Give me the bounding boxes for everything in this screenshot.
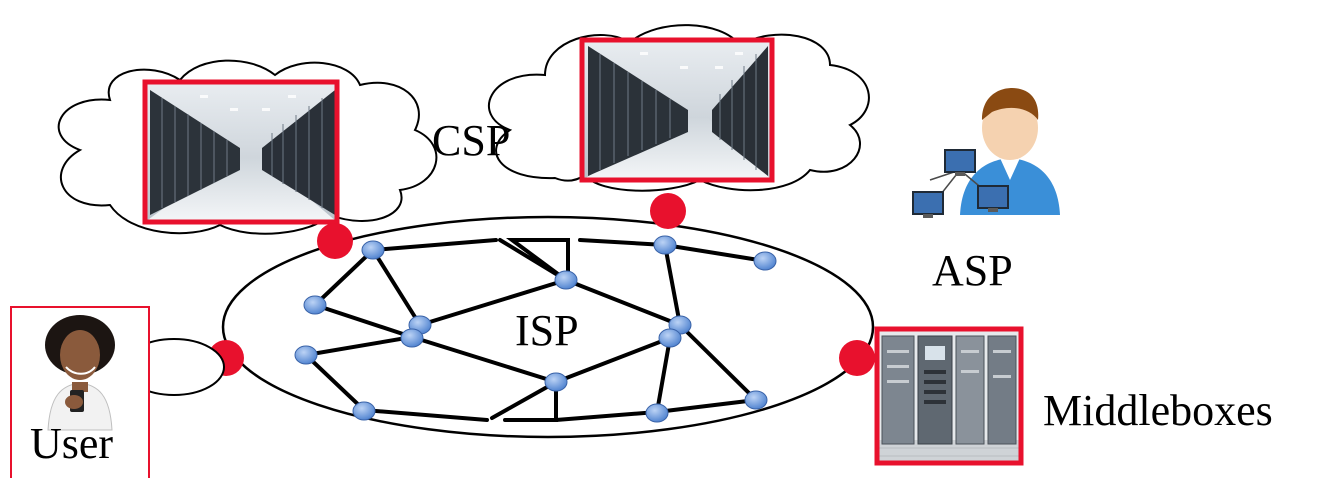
router-node — [744, 390, 768, 410]
csp-label: CSP — [432, 116, 510, 165]
router-node — [653, 235, 677, 255]
asp-icon — [912, 88, 1060, 218]
router-node — [753, 251, 777, 271]
asp-label: ASP — [932, 246, 1013, 295]
datacenter-photo-right — [579, 37, 775, 183]
isp-links — [304, 238, 767, 422]
datacenter-frame-left — [142, 79, 340, 225]
user-woman-icon — [45, 315, 115, 431]
router-node — [361, 240, 385, 260]
router-node — [658, 328, 682, 348]
access-point-csp-right — [650, 193, 686, 229]
datacenter-frame-right — [579, 37, 775, 183]
router-node — [294, 345, 318, 365]
access-point-middleboxes — [839, 340, 875, 376]
router-node — [400, 328, 424, 348]
isp-router-nodes — [294, 235, 777, 423]
datacenter-photo-left — [142, 79, 340, 225]
user-label: User — [30, 419, 113, 468]
middleboxes-label: Middleboxes — [1043, 386, 1273, 435]
access-point-csp-left — [317, 223, 353, 259]
router-node — [645, 403, 669, 423]
router-node — [352, 401, 376, 421]
router-node — [544, 372, 568, 392]
isp-label: ISP — [515, 306, 579, 355]
middleboxes-photo — [874, 326, 1024, 466]
user-box: User — [10, 306, 150, 483]
router-node — [303, 295, 327, 315]
router-node — [554, 270, 578, 290]
middleboxes-frame — [874, 326, 1024, 466]
